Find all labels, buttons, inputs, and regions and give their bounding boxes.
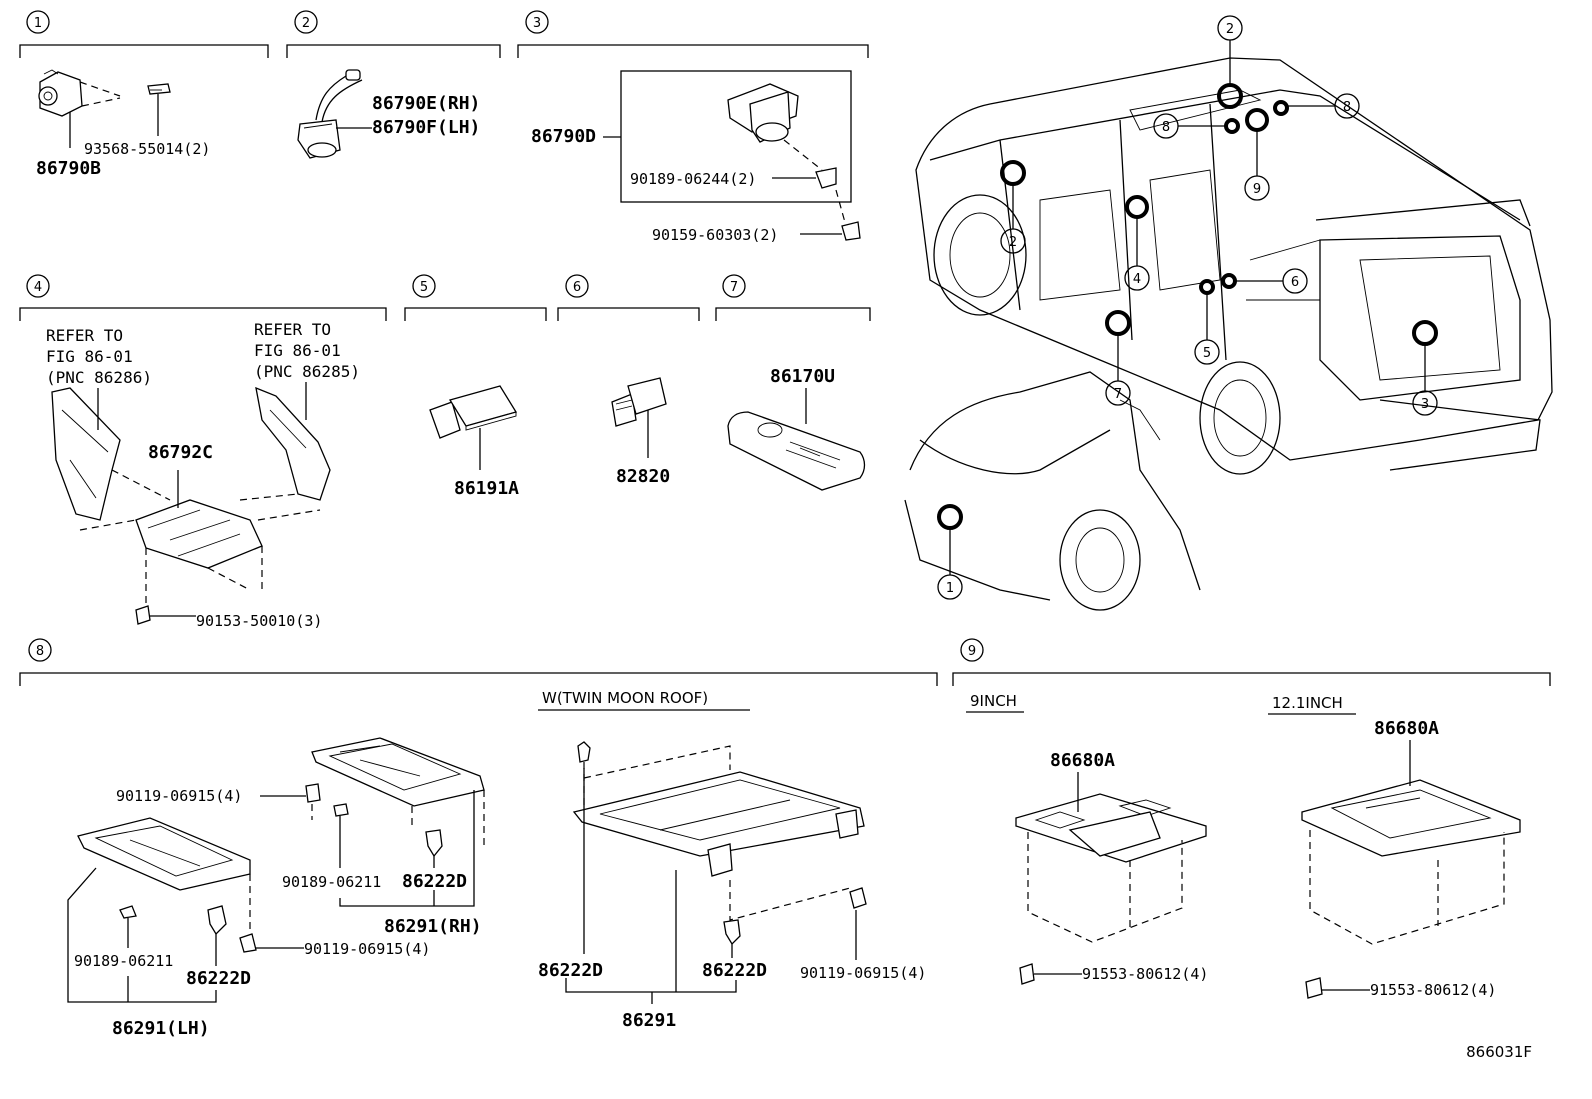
locator-6 <box>1221 273 1237 289</box>
refer-left-line-2: FIG 86-01 <box>46 347 133 366</box>
twelve-inch-label: 12.1INCH <box>1272 694 1343 712</box>
part-86790d-label: 86790D <box>531 126 596 147</box>
section-9-number: 9 <box>968 644 976 659</box>
part-90119-lh-label: 90119-06915(4) <box>304 940 430 958</box>
locator-4 <box>1125 195 1149 219</box>
bracket-86291rh-drawing <box>260 737 485 907</box>
callout-2-side: 2 <box>1009 235 1017 250</box>
bracket-86291lh-drawing <box>67 817 304 1003</box>
callout-8-right: 8 <box>1343 100 1351 115</box>
monitor-9inch-drawing <box>1015 772 1207 985</box>
part-86191a-label: 86191A <box>454 478 519 499</box>
refer-left-line-3: (PNC 86286) <box>46 368 152 387</box>
locator-8-left <box>1224 118 1240 134</box>
part-86291lh-label: 86291(LH) <box>112 1018 210 1039</box>
callout-8-left: 8 <box>1162 120 1170 135</box>
section-2-number: 2 <box>302 16 310 31</box>
callout-3: 3 <box>1421 397 1429 412</box>
part-90119-rh-label: 90119-06915(4) <box>116 787 242 805</box>
camera-86790e-drawing <box>297 69 372 159</box>
part-86222d-twin-a-label: 86222D <box>538 960 603 981</box>
part-91553-12inch-label: 91553-80612(4) <box>1370 981 1496 999</box>
section-1-header: 1 <box>19 10 269 58</box>
camera-86790d-drawing <box>603 70 861 241</box>
remote-86170u-drawing <box>727 388 866 491</box>
section-6-header: 6 <box>557 274 700 321</box>
part-86170u-label: 86170U <box>770 366 835 387</box>
part-86790e-label: 86790E(RH) <box>372 93 480 114</box>
section-2-header: 2 <box>286 10 501 58</box>
part-90159-label: 90159-60303(2) <box>652 226 778 244</box>
part-86792c-label: 86792C <box>148 442 213 463</box>
part-82820-label: 82820 <box>616 466 670 487</box>
part-91553-9inch-label: 91553-80612(4) <box>1082 965 1208 983</box>
section-6-number: 6 <box>573 280 581 295</box>
callout-4: 4 <box>1133 272 1141 287</box>
refer-right-line-1: REFER TO <box>254 320 331 339</box>
part-86291rh-label: 86291(RH) <box>384 916 482 937</box>
section-7-number: 7 <box>730 280 738 295</box>
nine-inch-label: 9INCH <box>970 692 1017 710</box>
part-90119-twin-label: 90119-06915(4) <box>800 964 926 982</box>
locator-2-side <box>1000 160 1026 186</box>
twin-moon-roof-label: W(TWIN MOON ROOF) <box>542 689 708 707</box>
part-86790f-label: 86790F(LH) <box>372 117 480 138</box>
locator-8-right <box>1273 100 1289 116</box>
section-4-number: 4 <box>34 280 42 295</box>
bracket-86291-twin-drawing <box>565 741 867 1004</box>
camera-86790b-drawing <box>38 69 171 148</box>
refer-right-line-2: FIG 86-01 <box>254 341 341 360</box>
refer-right-line-3: (PNC 86285) <box>254 362 360 381</box>
part-90189-lh-label: 90189-06211 <box>74 952 173 970</box>
locator-7 <box>1105 310 1131 336</box>
section-3-header: 3 <box>517 10 869 58</box>
callout-9: 9 <box>1253 182 1261 197</box>
callout-1: 1 <box>946 581 954 596</box>
section-5-header: 5 <box>404 274 547 321</box>
section-3-number: 3 <box>533 16 541 31</box>
part-86222d-lh-label: 86222D <box>186 968 251 989</box>
section-9-header: 9 <box>952 638 1551 686</box>
part-86680a-9inch-label: 86680A <box>1050 750 1115 771</box>
locator-9 <box>1245 108 1269 132</box>
part-90189-rh-label: 90189-06211 <box>282 873 381 891</box>
callout-5: 5 <box>1203 346 1211 361</box>
ecu-86792c-drawing <box>51 382 331 625</box>
module-86191a-drawing <box>429 385 518 470</box>
locator-5 <box>1199 279 1215 295</box>
section-4-header: 4 <box>19 274 387 321</box>
module-82820-drawing <box>611 377 667 458</box>
locator-3 <box>1412 320 1438 346</box>
part-86790b-label: 86790B <box>36 158 101 179</box>
callout-2-top: 2 <box>1226 22 1234 37</box>
part-90153-label: 90153-50010(3) <box>196 612 322 630</box>
part-86680a-12inch-label: 86680A <box>1374 718 1439 739</box>
vehicle-callouts: 2 8 8 9 2 4 6 5 7 3 1 <box>937 15 1438 600</box>
locator-1 <box>937 504 963 530</box>
vehicle-drawing <box>904 57 1553 611</box>
section-7-header: 7 <box>715 274 871 321</box>
refer-left-line-1: REFER TO <box>46 326 123 345</box>
figure-code: 866031F <box>1466 1043 1532 1061</box>
section-1-number: 1 <box>34 16 42 31</box>
callout-7: 7 <box>1114 387 1122 402</box>
part-90189-06244-label: 90189-06244(2) <box>630 170 756 188</box>
part-86222d-rh-label: 86222D <box>402 871 467 892</box>
refer-left-note: REFER TO FIG 86-01 (PNC 86286) <box>46 326 152 387</box>
callout-6: 6 <box>1291 275 1299 290</box>
section-8-header: 8 <box>19 638 938 686</box>
section-8-number: 8 <box>36 644 44 659</box>
part-86291-twin-label: 86291 <box>622 1010 676 1031</box>
part-86222d-twin-b-label: 86222D <box>702 960 767 981</box>
section-5-number: 5 <box>420 280 428 295</box>
refer-right-note: REFER TO FIG 86-01 (PNC 86285) <box>254 320 360 381</box>
vehicle-locators <box>937 83 1438 530</box>
locator-2-top <box>1217 83 1243 109</box>
part-93568-label: 93568-55014(2) <box>84 140 210 158</box>
monitor-12inch-drawing <box>1301 740 1521 999</box>
